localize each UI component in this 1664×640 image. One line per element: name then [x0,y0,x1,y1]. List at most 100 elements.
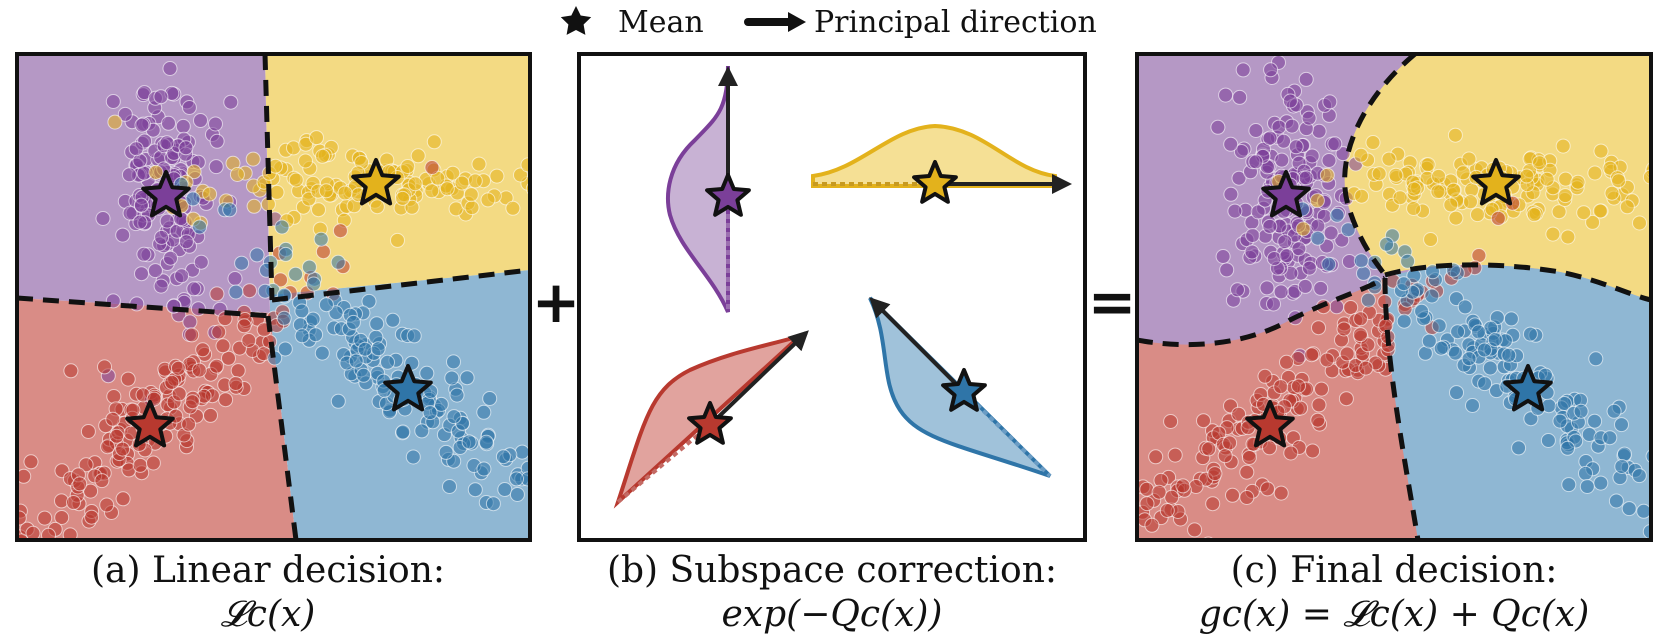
scatter-point [357,341,373,357]
scatter-point [1604,185,1620,201]
scatter-point [1430,184,1446,200]
scatter-point [464,200,480,216]
scatter-point [1585,214,1601,230]
scatter-point [315,244,331,260]
scatter-point [1606,403,1622,419]
scatter-point [1431,318,1447,334]
scatter-point [1321,256,1337,272]
scatter-point [1311,320,1326,336]
scatter-point [1279,248,1295,264]
scatter-point [128,141,144,157]
scatter-point [1340,222,1356,238]
scatter-point [218,392,234,408]
scatter-point [1414,303,1430,319]
scatter-point [1423,232,1439,247]
scatter-point [539,200,553,214]
scatter-point [1266,251,1282,266]
scatter-point [1175,478,1191,494]
caption-a-line1: (a) Linear decision: [91,550,445,591]
scatter-point [1425,264,1441,280]
scatter-point [406,328,422,344]
scatter-point [1611,173,1627,189]
scatter-point [476,461,492,477]
scatter-point [1266,296,1281,312]
scatter-point [1645,449,1651,464]
scatter-point [1279,354,1294,370]
scatter-point [1365,135,1381,150]
scatter-point [1431,168,1447,184]
scatter-point [1139,496,1155,512]
scatter-point [228,284,244,300]
scatter-point [1471,324,1486,340]
scatter-point [1310,412,1326,428]
scatter-point [230,363,246,379]
scatter-point [1235,62,1251,78]
scatter-point [1477,342,1492,358]
scatter-point [330,393,346,409]
scatter-point [1297,278,1313,294]
scatter-point [246,198,262,214]
scatter-point [467,173,483,189]
scatter-point [1201,441,1217,457]
scatter-point [476,404,492,420]
scatter-point [385,312,401,328]
scatter-point [58,555,72,569]
scatter-point [1420,157,1436,173]
scatter-point [1284,118,1300,134]
scatter-point [537,136,551,150]
scatter-point [63,363,79,379]
scatter-point [181,100,197,115]
scatter-point [227,271,243,286]
scatter-point [1273,485,1289,501]
scatter-point [1661,500,1664,514]
scatter-point [1602,430,1618,446]
scatter-point [318,297,334,313]
legend-direction-label: Principal direction [814,5,1097,40]
scatter-point [1487,332,1503,347]
scatter-point [495,449,511,465]
scatter-point [1381,151,1397,167]
scatter-point [1196,413,1211,429]
scatter-point [274,219,290,235]
scatter-point [1449,385,1464,401]
scatter-point [1217,448,1233,464]
panel-c [1106,52,1664,572]
scatter-point [309,130,324,146]
scatter-point [1241,450,1257,465]
scatter-point [1360,337,1376,353]
plus-operator: + [532,268,581,336]
scatter-point [223,94,239,110]
scatter-point [361,293,377,309]
decision-boundaries [17,54,530,540]
scatter-point [314,345,330,361]
scatter-point [1558,171,1574,187]
scatter-point [509,471,524,487]
scatter-point [1159,503,1175,518]
scatter-point [1461,151,1477,167]
scatter-point [1106,535,1120,549]
scatter-point [1187,522,1203,538]
scatter-point [1650,496,1651,501]
scatter-point [163,250,178,266]
panel-a [15,52,553,569]
scatter-point [1144,517,1160,533]
scatter-point [1327,136,1343,152]
scatter-point [1406,181,1422,197]
scatter-point [311,202,326,218]
scatter-point [442,479,457,494]
scatter-point [1338,391,1354,407]
scatter-point [1231,170,1247,186]
scatter-point [97,359,112,375]
scatter-point [1248,123,1264,138]
scatter-point [1463,194,1478,210]
scatter-point [184,327,200,343]
scatter-point [509,487,525,502]
scatter-point [1305,443,1321,459]
scatter-point [1175,558,1189,572]
scatter-point [1396,276,1412,292]
scatter-point [1222,435,1238,451]
scatter-point [1353,311,1369,327]
scatter-point [1239,490,1255,505]
scatter-point [1573,403,1589,419]
scatter-point [245,151,261,167]
